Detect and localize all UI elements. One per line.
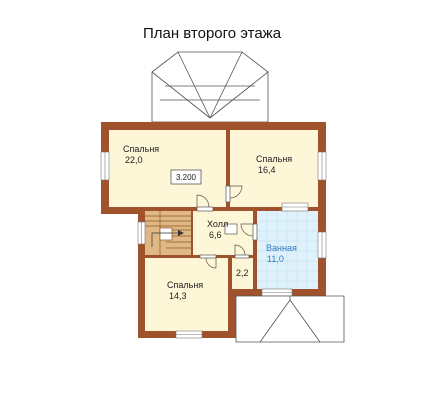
level-mark-box (170, 169, 202, 185)
bathroom-name: Ванная (266, 243, 297, 253)
hall-name: Холл (207, 219, 228, 229)
bay-window-roof (151, 51, 269, 123)
hall-area: 6,6 (209, 230, 222, 240)
bedroom-bottom-area: 14,3 (169, 291, 187, 301)
bathroom-tiles (257, 211, 318, 289)
closet-area: 2,2 (236, 268, 249, 278)
bedroom-top-left-area: 22,0 (125, 155, 143, 165)
bedroom-bottom-floor (145, 258, 228, 331)
bedroom-bottom-name: Спальня (167, 280, 203, 290)
bathroom-area: 11,0 (267, 254, 284, 264)
bedroom-top-left-name: Спальня (123, 144, 159, 154)
hall-floor (193, 211, 253, 255)
level-mark: 3.200 (176, 173, 197, 182)
bedroom-top-right-area: 16,4 (258, 165, 276, 175)
staircase (145, 211, 191, 255)
bedroom-top-left-floor (109, 130, 226, 207)
doors (196, 185, 258, 269)
bedroom-top-right-name: Спальня (256, 154, 292, 164)
closet-floor (232, 258, 253, 289)
bedroom-top-right-floor (230, 130, 318, 207)
lower-roof (235, 295, 345, 343)
windows (100, 151, 327, 339)
plan-title: План второго этажа (143, 25, 282, 42)
